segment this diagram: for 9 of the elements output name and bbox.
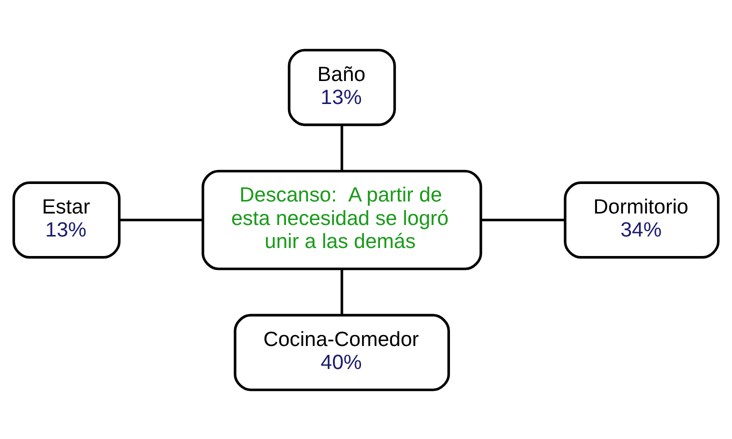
- connector: [340, 124, 344, 171]
- connector: [340, 268, 344, 314]
- node-box: Cocina-Comedor 40%: [234, 313, 450, 391]
- node-box: Baño 13%: [288, 48, 396, 126]
- connector: [481, 218, 565, 221]
- node-box: Estar 13%: [12, 180, 121, 258]
- connector: [120, 218, 203, 221]
- node-box: Descanso: A partir de esta necesidad se logró unir a las demás: [202, 169, 482, 270]
- node-box: Dormitorio 34%: [564, 180, 720, 258]
